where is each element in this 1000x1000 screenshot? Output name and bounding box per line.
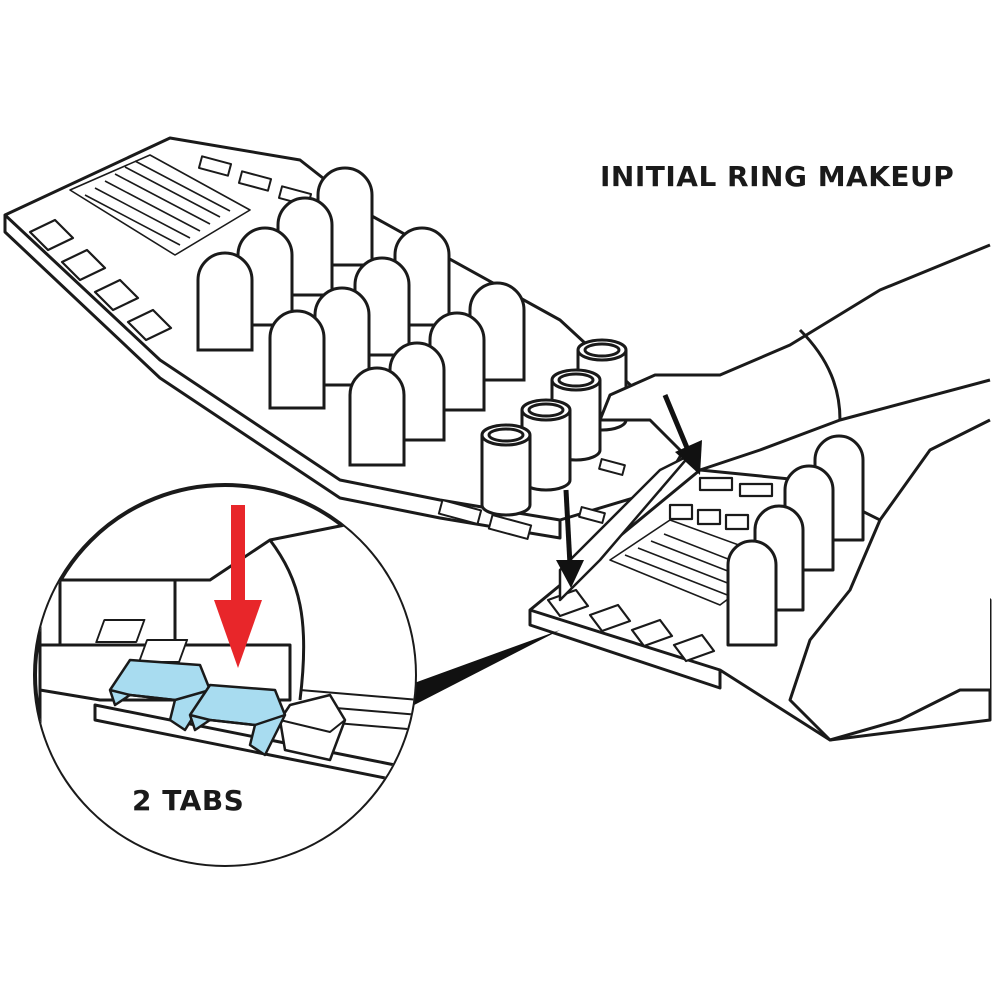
highlight-arrow [214, 505, 262, 668]
arrow-to-flap [662, 394, 702, 475]
pointer-arrows [556, 394, 702, 588]
arrow-to-tab [556, 489, 584, 588]
highlighted-tab [188, 683, 287, 757]
ring-tubes [480, 338, 628, 517]
callout-pointer [385, 630, 560, 720]
diagram-title: INITIAL RING MAKEUP [600, 160, 955, 193]
cylinder-posts [196, 166, 526, 467]
callout-magnifier [33, 483, 417, 867]
highlighted-tab [108, 658, 212, 732]
hands [598, 243, 991, 742]
callout-label: 2 TABS [132, 784, 245, 817]
